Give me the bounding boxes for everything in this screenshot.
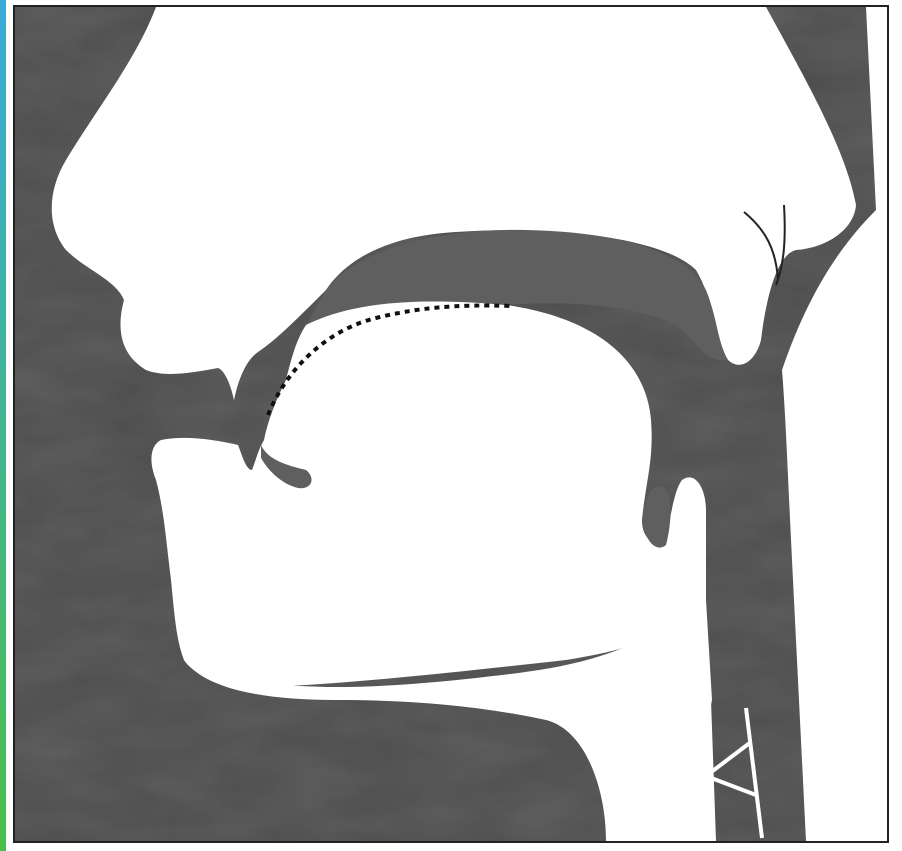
vocal-tract-svg [6,0,896,851]
vocal-tract-diagram [6,0,896,851]
